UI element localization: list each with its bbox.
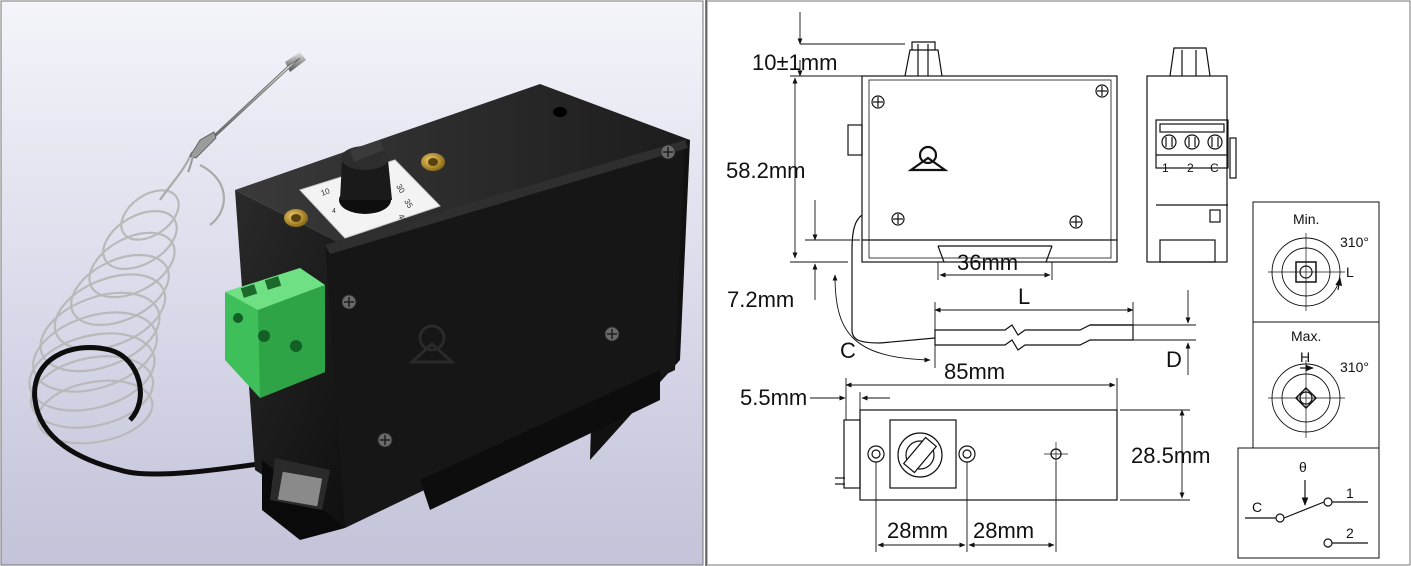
dim-probe-length: L — [1018, 284, 1030, 309]
switch-theta: θ — [1299, 459, 1307, 475]
min-angle: 310° — [1340, 234, 1369, 250]
top-hole — [553, 107, 567, 117]
switch-contact-1: 1 — [1346, 485, 1354, 501]
drawing-background — [706, 0, 1411, 566]
product-photo: 10 4 30 35 40 — [0, 0, 704, 566]
rotation-panels — [1237, 201, 1380, 559]
drawing-screws — [871, 84, 1109, 229]
dim-probe-dia: D — [1166, 347, 1182, 372]
dim-rail: 36mm — [957, 250, 1018, 275]
capillary-coil — [28, 151, 225, 445]
switch-contact-2: 2 — [1346, 525, 1354, 541]
min-title: Min. — [1293, 211, 1319, 227]
dial-mark: 10 — [320, 186, 332, 198]
dim-offset: 5.5mm — [740, 385, 807, 410]
front-view — [847, 41, 1118, 344]
adjustment-knob — [339, 140, 392, 214]
side-view — [1146, 47, 1237, 263]
clamp-plate — [277, 471, 323, 507]
switch-common: C — [1252, 499, 1262, 515]
max-title: Max. — [1291, 328, 1321, 344]
dim-height: 58.2mm — [726, 158, 805, 183]
dim-depth: 28.5mm — [1131, 443, 1210, 468]
max-angle: 310° — [1340, 359, 1369, 375]
dim-capillary: C — [840, 338, 856, 363]
black-cable — [32, 344, 301, 477]
drawing-labels: 10±1mm 58.2mm 7.2mm 36mm L C D 85mm 5.5m… — [726, 50, 1369, 543]
dim-pitch-a: 28mm — [887, 518, 948, 543]
dim-top-gap: 10±1mm — [752, 50, 837, 75]
dim-pitch-b: 28mm — [973, 518, 1034, 543]
max-marker: H — [1300, 349, 1310, 365]
terminal-label: 2 — [1187, 161, 1194, 175]
dial-mark: 4 — [332, 208, 336, 215]
terminal-label: C — [1210, 161, 1219, 175]
min-dial — [1268, 233, 1345, 311]
min-marker: L — [1346, 264, 1354, 280]
embossed-logo — [408, 324, 456, 364]
sensor-probe — [187, 52, 306, 173]
dimension-lines — [790, 12, 1196, 552]
terminal-label: 1 — [1162, 161, 1169, 175]
max-dial — [1268, 360, 1345, 438]
switch-diagram — [1245, 480, 1368, 548]
dim-width: 85mm — [944, 359, 1005, 384]
technical-drawing — [790, 12, 1380, 559]
terminal-block — [225, 268, 325, 398]
dim-bottom-gap: 7.2mm — [727, 287, 794, 312]
